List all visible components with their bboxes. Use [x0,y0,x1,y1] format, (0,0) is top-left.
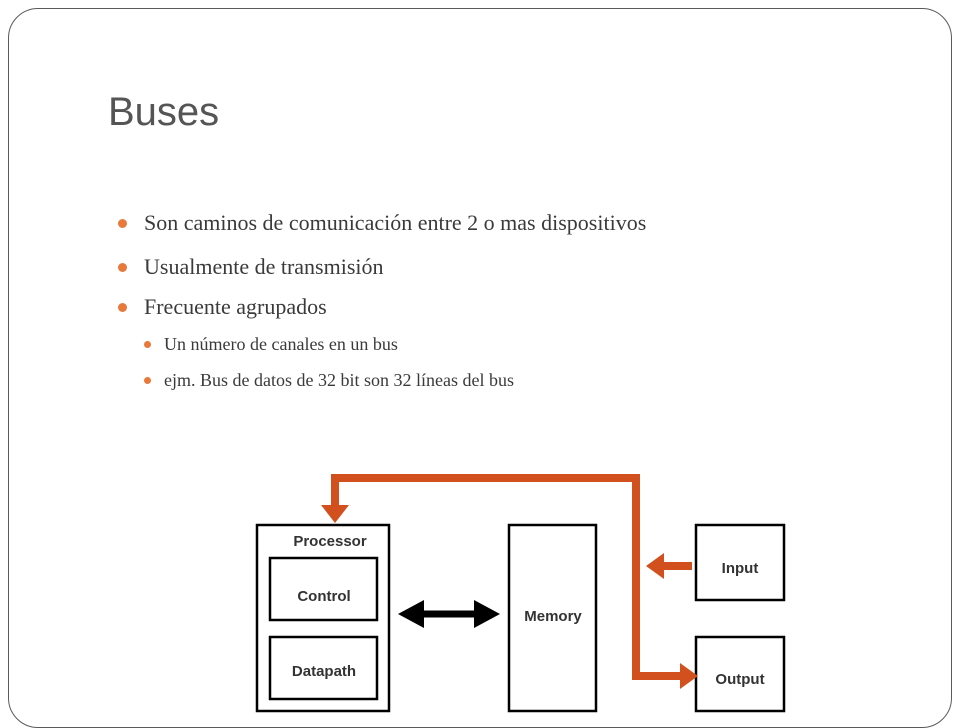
input-label: Input [722,560,759,577]
slide-title: Buses [108,90,220,134]
sub-bullet-text: ejm. Bus de datos de 32 bit son 32 línea… [164,370,514,390]
bullet-text: Usualmente de transmisión [144,254,384,279]
system-bus-lines [321,474,698,689]
sub-bullet-item: ejm. Bus de datos de 32 bit son 32 línea… [118,368,738,392]
datapath-label: Datapath [292,663,356,680]
control-label: Control [297,588,350,605]
sub-bullet-text: Un número de canales en un bus [164,334,398,354]
input-arrow-to-bus-icon [646,553,664,579]
memory-label: Memory [524,608,582,625]
output-box [694,635,786,713]
bus-arrow-to-output-icon [680,663,698,689]
datapath-box [268,635,379,701]
bullet-text: Son caminos de comunicación entre 2 o ma… [144,210,647,235]
bullet-dot-icon [144,377,151,384]
input-box [694,523,786,602]
sub-bullet-item: Un número de canales en un bus [118,332,738,356]
bullet-item: Frecuente agrupados [118,292,738,322]
bus-arrow-to-processor-icon [321,505,349,523]
bullet-text: Frecuente agrupados [144,294,327,319]
processor-label: Processor [293,533,367,550]
bullet-item: Son caminos de comunicación entre 2 o ma… [118,208,738,238]
output-label: Output [715,671,764,688]
bullet-list: Son caminos de comunicación entre 2 o ma… [118,208,738,404]
bullet-dot-icon [118,263,127,272]
processor-memory-arrow-icon [398,600,500,628]
bullet-dot-icon [144,341,151,348]
bullet-dot-icon [118,303,127,312]
memory-box [507,523,598,713]
bullet-dot-icon [118,219,127,228]
control-box [268,556,379,622]
bullet-item: Usualmente de transmisión [118,252,738,282]
